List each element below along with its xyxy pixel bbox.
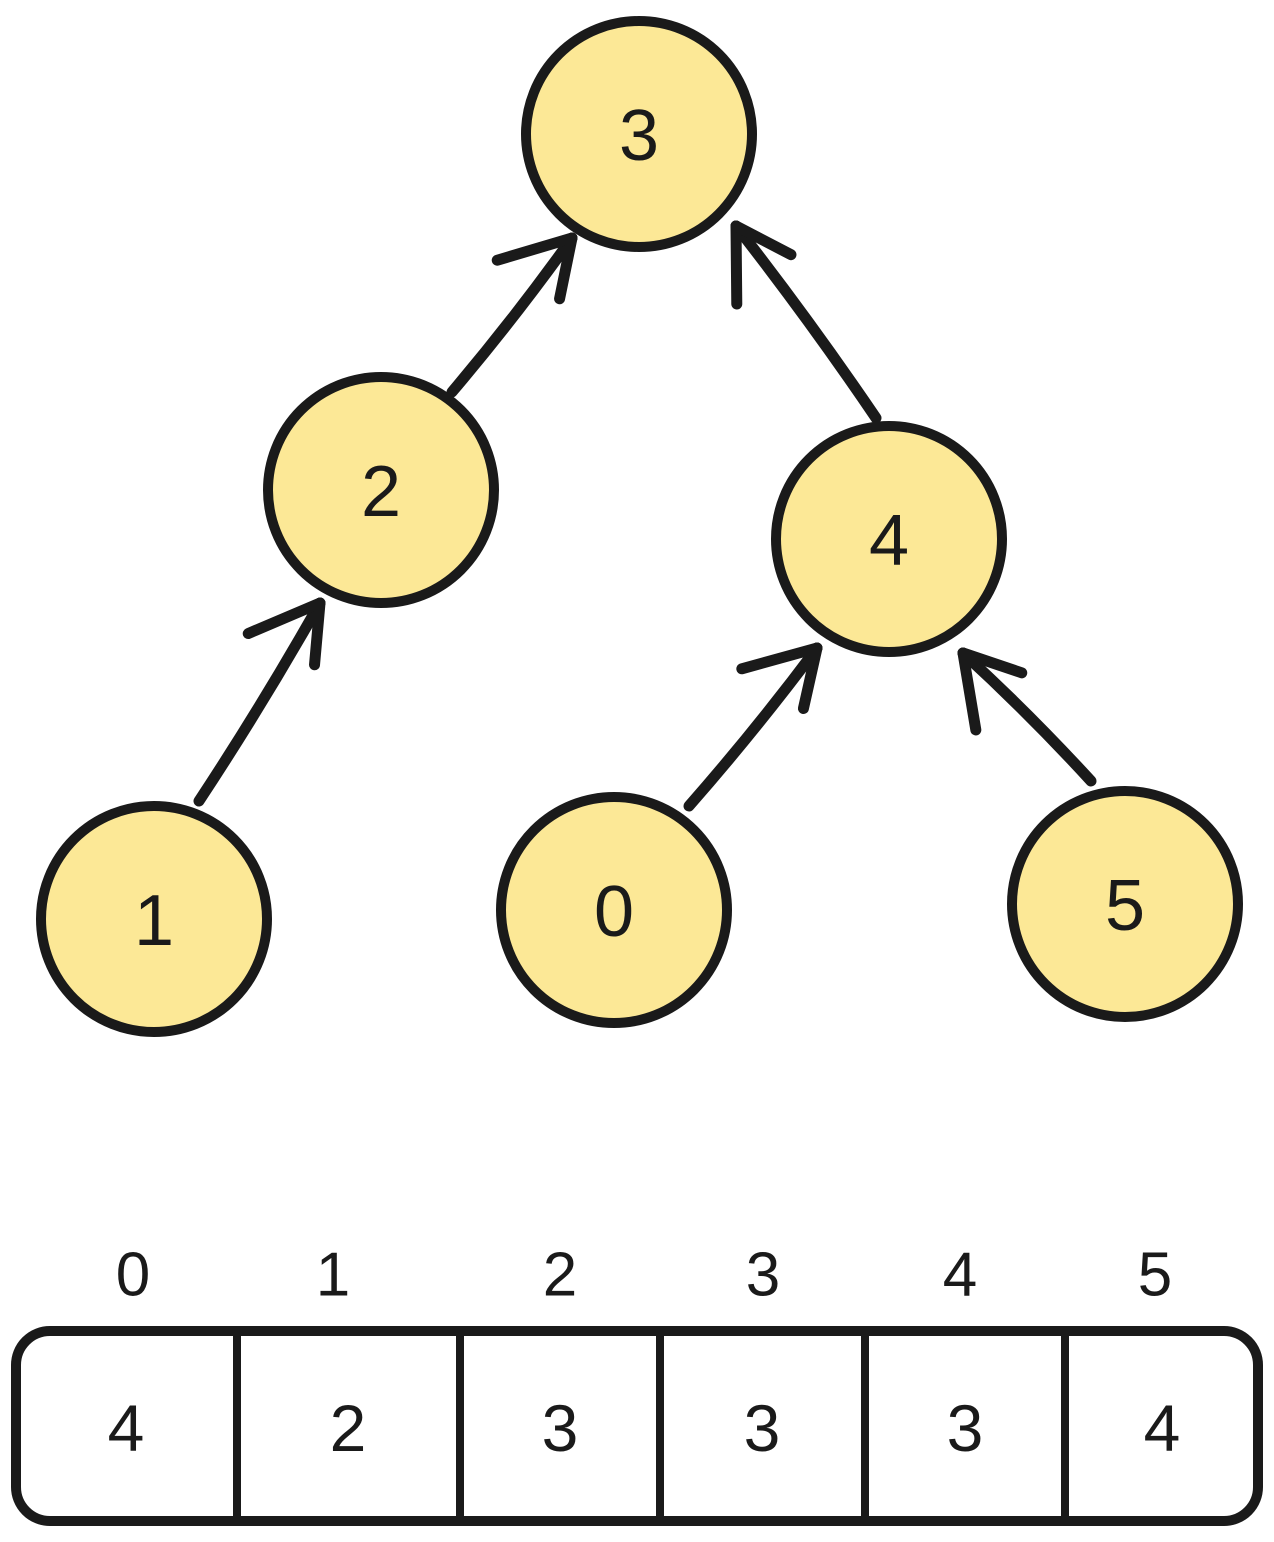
arrow-barb [242,597,326,640]
arrow-barb [736,642,823,675]
arrow-barb [309,597,326,671]
node-4[interactable]: 4 [771,421,1007,657]
node-circle[interactable] [496,792,732,1028]
edge-shaft [957,647,1097,787]
node-label: 3 [619,96,659,176]
array-cell-3[interactable]: 3 [744,1391,781,1465]
arrow-barb [730,220,797,261]
node-label: 5 [1105,866,1145,946]
edge-0-to-4 [683,642,823,812]
array-index-2: 2 [543,1241,577,1310]
node-circle[interactable] [771,421,1007,657]
node-3[interactable]: 3 [521,16,757,252]
array-cell-values: 4 2 3 3 3 4 [108,1391,1181,1465]
array-cell-4[interactable]: 3 [947,1391,984,1465]
node-circle[interactable] [521,16,757,252]
array-index-0: 0 [116,1241,150,1310]
edge-2-to-3 [446,232,578,398]
arrow-barb [730,220,743,310]
node-circle[interactable] [263,372,499,608]
parent-array [11,1326,1263,1526]
node-label: 0 [594,872,634,952]
array-index-4: 4 [943,1241,977,1310]
edge-4-to-3 [730,220,882,424]
node-2[interactable]: 2 [263,372,499,608]
edge-1-to-2 [193,597,326,807]
nodes-layer: 3 2 4 1 0 5 [36,16,1243,1037]
edge-shaft [683,642,823,812]
node-label: 1 [134,881,174,961]
array-cell-5[interactable]: 4 [1144,1391,1181,1465]
array-outline [11,1326,1263,1526]
node-circle[interactable] [1007,786,1243,1022]
node-5[interactable]: 5 [1007,786,1243,1022]
node-label: 2 [361,452,401,532]
edge-5-to-4 [957,647,1097,787]
arrow-barb [957,647,982,736]
arrow-barb [491,232,578,266]
edge-shaft [193,597,326,807]
array-index-1: 1 [316,1241,350,1310]
edges-layer [193,220,1097,812]
edge-shaft [730,220,882,424]
array-index-3: 3 [746,1241,780,1310]
arrow-barb [554,232,578,305]
array-cell-0[interactable]: 4 [108,1391,145,1465]
edge-shaft [446,232,578,398]
node-1[interactable]: 1 [36,801,272,1037]
arrow-barb [797,642,823,714]
array-index-5: 5 [1138,1241,1172,1310]
array-index-labels: 0 1 2 3 4 5 [116,1241,1172,1310]
array-cell-2[interactable]: 3 [542,1391,579,1465]
array-cell-1[interactable]: 2 [330,1391,367,1465]
node-label: 4 [869,501,909,581]
node-circle[interactable] [36,801,272,1037]
node-0[interactable]: 0 [496,792,732,1028]
arrow-barb [957,647,1028,679]
